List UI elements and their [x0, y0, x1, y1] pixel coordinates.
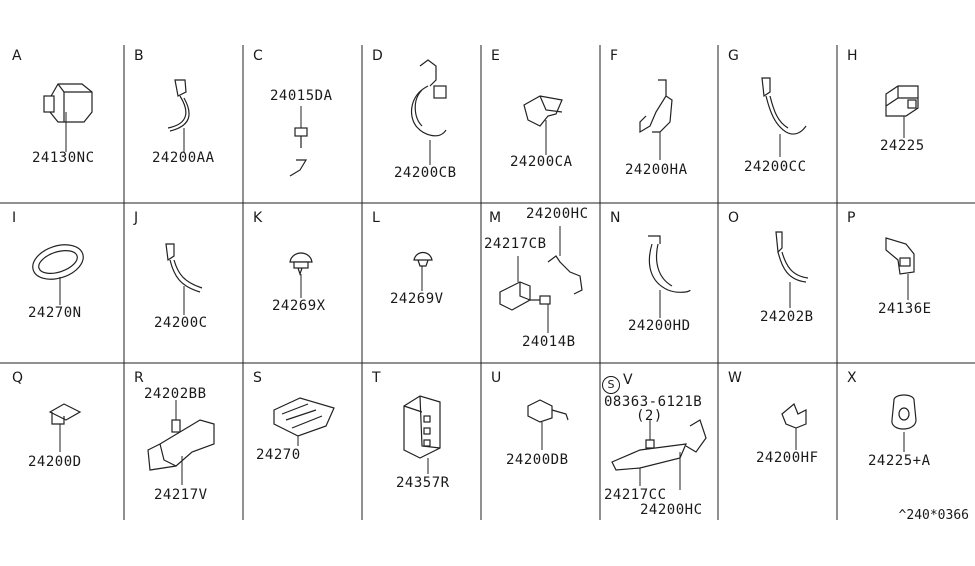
part-number[interactable]: 24217CB	[484, 236, 547, 252]
screw-symbol-icon: S	[602, 376, 620, 394]
part-number[interactable]: 24200D	[28, 454, 82, 470]
part-number[interactable]: 24270N	[28, 305, 82, 321]
cell-letter: E	[491, 48, 500, 64]
cell-letter: R	[134, 370, 144, 386]
cell-letter: G	[728, 48, 739, 64]
cell-letter: L	[372, 210, 380, 226]
part-number[interactable]: 24225	[880, 138, 925, 154]
grid-lines	[0, 45, 975, 520]
part-number[interactable]: 24202B	[760, 309, 814, 325]
part-number[interactable]: 24200HF	[756, 450, 819, 466]
connector-block-icon	[43, 83, 93, 152]
part-number[interactable]: 24200C	[154, 315, 208, 331]
cell-letter: C	[253, 48, 263, 64]
cell-letter: S	[253, 370, 262, 386]
cell-letter: A	[12, 48, 22, 64]
part-number[interactable]: 08363-6121B	[604, 394, 703, 410]
part-number[interactable]: 24217V	[154, 487, 208, 503]
cell-letter: H	[847, 48, 858, 64]
quantity-note: (2)	[636, 408, 663, 424]
bracket-plate-icon	[885, 237, 915, 300]
push-clip-k-icon	[289, 252, 313, 298]
bracket-clip-icon	[639, 79, 673, 160]
harness-clamp-long-icon	[648, 235, 691, 318]
part-number[interactable]: 24014B	[522, 334, 576, 350]
wire-clip-icon	[167, 79, 190, 152]
bracket-bolt-clip-icon	[611, 419, 707, 490]
part-number[interactable]: 24217CC	[604, 487, 667, 503]
cell-letter: B	[134, 48, 144, 64]
cell-letter: J	[134, 210, 139, 226]
part-number[interactable]: 24200AA	[152, 150, 215, 166]
cell-letter: I	[12, 210, 17, 226]
connector-icon	[885, 85, 919, 138]
clip-w-icon	[781, 403, 807, 450]
cell-letter: U	[491, 370, 502, 386]
harness-clamp-icon	[410, 59, 447, 165]
bracket-assembly-icon	[499, 226, 583, 333]
diagram-code: ^240*0366	[898, 508, 969, 523]
relay-holder-icon	[403, 395, 441, 474]
part-number[interactable]: 24200HD	[628, 318, 691, 334]
cell-letter: K	[253, 210, 263, 226]
wire-clip-o-icon	[775, 231, 809, 308]
protector-bracket-icon	[523, 95, 563, 155]
bolt-with-clip-icon	[289, 106, 308, 177]
socket-icon	[891, 394, 917, 452]
part-number[interactable]: 24269X	[272, 298, 326, 314]
part-number[interactable]: 24270	[256, 447, 301, 463]
part-number[interactable]: 24130NC	[32, 150, 95, 166]
part-number[interactable]: 24200CB	[394, 165, 457, 181]
cover-sheet-icon	[273, 397, 335, 446]
part-number[interactable]: 24202BB	[144, 386, 207, 402]
clip-u-icon	[527, 399, 569, 450]
part-number[interactable]: 24200HA	[625, 162, 688, 178]
cell-letter: W	[728, 370, 742, 386]
cell-letter: O	[728, 210, 740, 226]
cell-letter: P	[847, 210, 856, 226]
part-number[interactable]: 24225+A	[868, 453, 931, 469]
cell-letter: F	[610, 48, 619, 64]
part-number[interactable]: 24200CA	[510, 154, 573, 170]
cell-letter: T	[372, 370, 381, 386]
part-number[interactable]: 24269V	[390, 291, 444, 307]
grommet-ring-icon	[32, 244, 84, 305]
cell-letter: M	[489, 210, 502, 226]
cell-letter: X	[847, 370, 857, 386]
cell-letter: D	[372, 48, 383, 64]
part-number[interactable]: 24200HC	[640, 502, 703, 518]
bracket-bolt-icon	[147, 400, 215, 485]
part-number[interactable]: 24200DB	[506, 452, 569, 468]
wire-clip-j-icon	[165, 243, 203, 315]
part-number[interactable]: 24357R	[396, 475, 450, 491]
push-clip-l-icon	[413, 251, 433, 291]
part-number[interactable]: 24200CC	[744, 159, 807, 175]
part-number[interactable]: 24136E	[878, 301, 932, 317]
clip-q-icon	[48, 403, 82, 452]
part-number[interactable]: 24015DA	[270, 88, 333, 104]
cell-letter: Q	[12, 370, 24, 386]
cell-letter: V	[623, 372, 633, 388]
wire-clip-long-icon	[761, 77, 807, 157]
cell-letter: N	[610, 210, 621, 226]
part-number[interactable]: 24200HC	[526, 206, 589, 222]
